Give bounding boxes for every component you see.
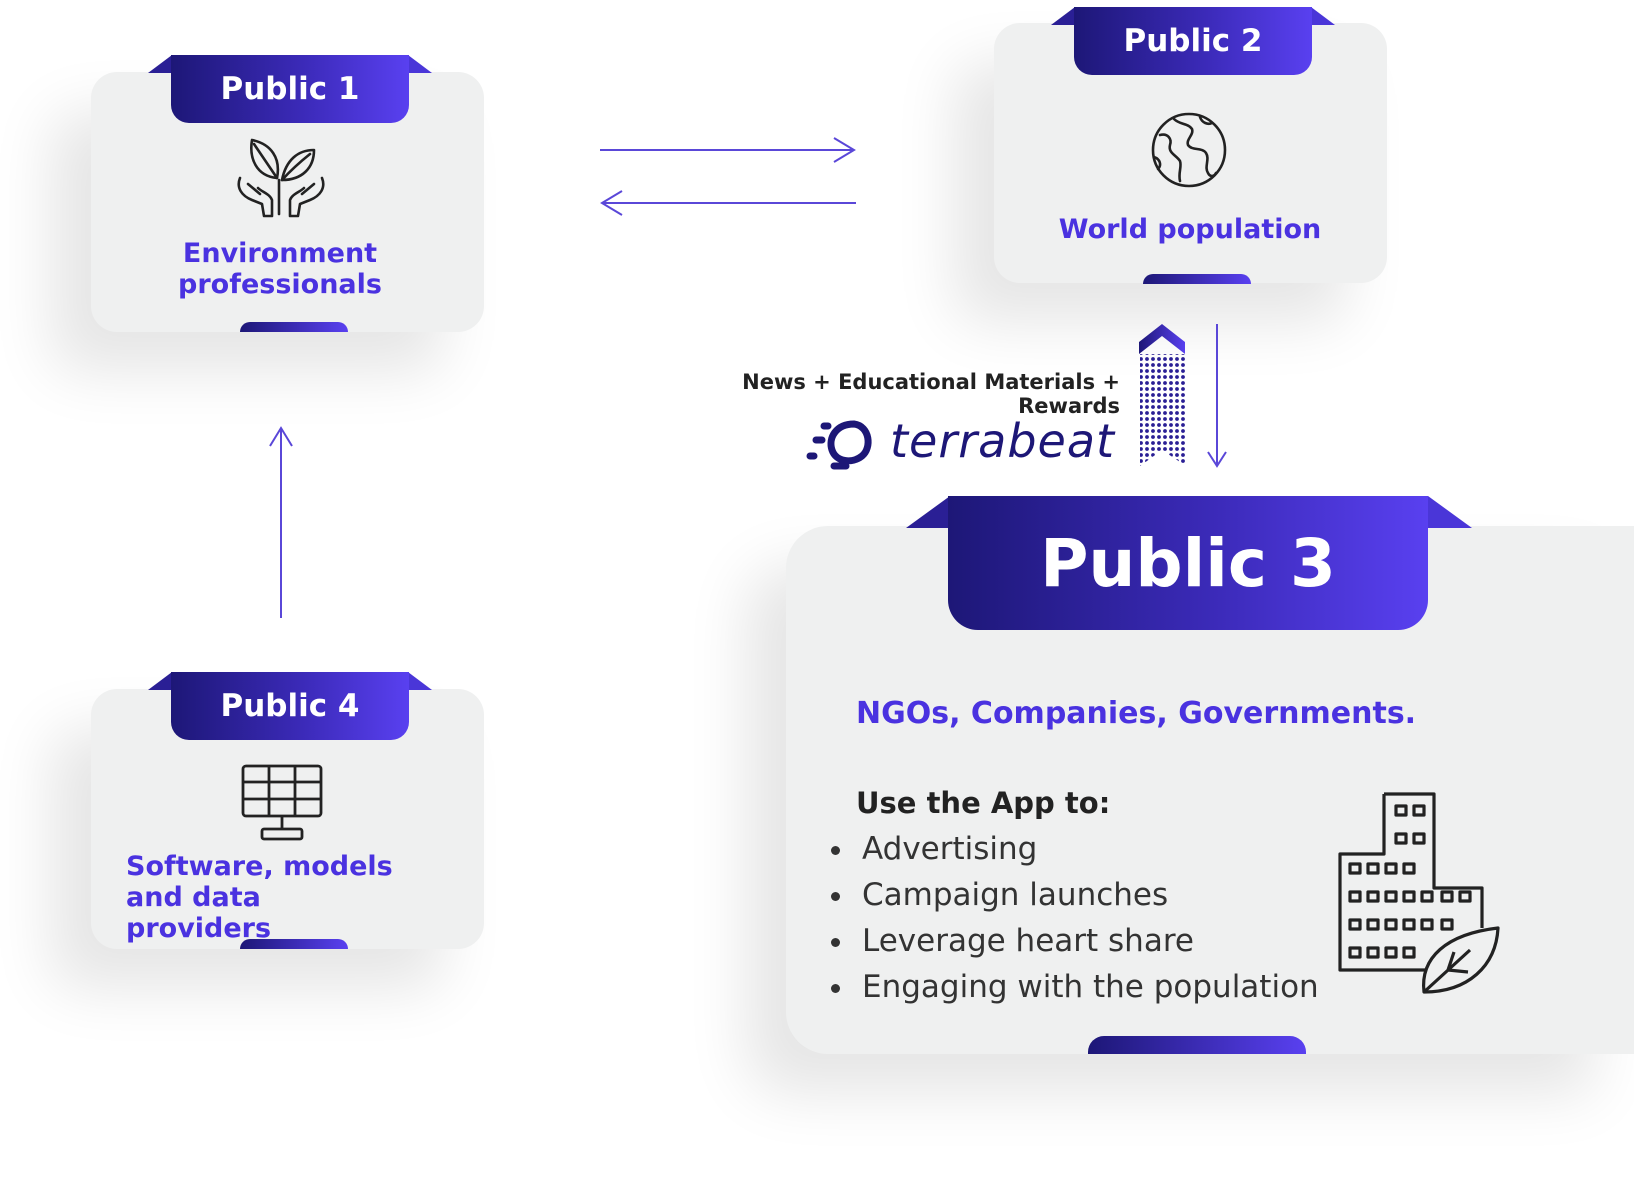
arrow-public2-to-public3 [1207,324,1227,468]
public3-uses-list: Advertising Campaign launches Leverage h… [818,826,1319,1010]
public2-foot-bar [1143,274,1251,284]
public2-label: World population [1058,214,1322,245]
public4-label: Software, models and data providers [126,851,393,944]
signal-column-up-icon [1139,324,1186,466]
terrabeat-logo-icon [806,416,890,470]
arrow-public1-to-public2 [600,137,856,163]
globe-icon [1150,111,1228,189]
arrow-public4-to-public1 [269,426,293,618]
public1-foot-bar [240,322,348,332]
list-item: Leverage heart share [856,918,1319,964]
plant-in-hands-icon [236,136,326,218]
public1-tab-ear-right [408,55,432,73]
public3-foot-bar [1088,1036,1306,1054]
public4-foot-bar [240,939,348,949]
public1-title: Public 1 [171,55,409,123]
flow-label: News + Educational Materials + Rewards [742,370,1120,418]
public4-tab-ear-left [148,672,172,690]
public3-title: Public 3 [948,496,1428,630]
list-item: Engaging with the population [856,964,1319,1010]
solar-panel-icon [240,763,324,843]
public1-tab-ear-left [148,55,172,73]
public3-tab-ear-right [1428,496,1472,528]
public2-tab-ear-left [1051,7,1075,25]
arrow-public2-to-public1 [600,190,856,216]
green-building-icon [1336,790,1502,996]
public3-subtitle: NGOs, Companies, Governments. [856,696,1417,731]
public3-uses-heading: Use the App to: [856,786,1111,820]
list-item: Advertising [856,826,1319,872]
public3-tab-ear-left [906,496,950,528]
brand-name: terrabeat [890,414,1116,468]
public4-tab-ear-right [408,672,432,690]
public2-title: Public 2 [1074,7,1312,75]
public2-tab-ear-right [1311,7,1335,25]
public1-label: Environment professionals [178,238,382,300]
public4-title: Public 4 [171,672,409,740]
list-item: Campaign launches [856,872,1319,918]
